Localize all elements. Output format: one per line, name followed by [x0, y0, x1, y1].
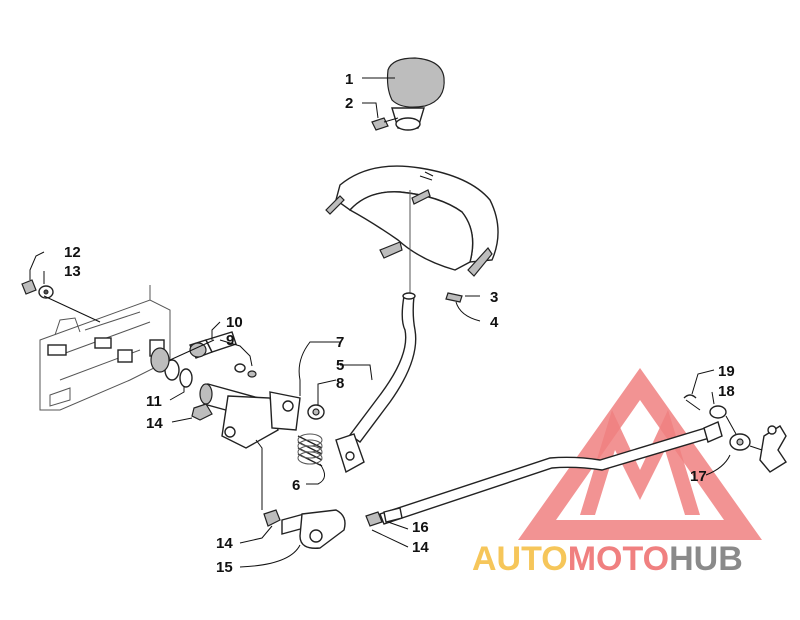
pivot-shaft: [199, 383, 301, 449]
callout-19: 19: [718, 363, 735, 380]
callout-14-right: 14: [412, 539, 429, 556]
nut-14-bottom: [263, 509, 281, 527]
small-nut-9: [234, 363, 257, 378]
screw-12: [21, 279, 37, 295]
nut-14-left: [191, 403, 213, 421]
rod-end: [281, 509, 346, 549]
pivot-bolt: [189, 331, 237, 359]
watermark-triangle-icon: [518, 368, 762, 540]
washer-13: [38, 285, 54, 299]
callout-8: 8: [336, 375, 344, 392]
knob-screw: [371, 117, 399, 131]
leader-lines: [29, 77, 763, 568]
watermark-logo: AUTOMOTOHUB: [472, 368, 762, 578]
callout-4: 4: [490, 314, 499, 331]
logo-word-moto: MOTO: [568, 540, 669, 578]
shift-rod: [379, 421, 723, 525]
clip-19: [683, 394, 697, 399]
callout-13: 13: [64, 263, 81, 280]
shifter-cover: [325, 165, 499, 277]
callout-2: 2: [345, 95, 353, 112]
callout-10: 10: [226, 314, 243, 331]
rod-nut-16: [365, 507, 403, 527]
callout-11: 11: [146, 393, 162, 410]
shift-lever: [335, 190, 417, 474]
callout-3: 3: [490, 289, 498, 306]
chassis-frame: [39, 285, 171, 411]
callout-15: 15: [216, 559, 233, 576]
shift-knob: [386, 57, 445, 131]
callout-1: 1: [345, 71, 353, 88]
callout-7: 7: [336, 334, 344, 351]
callout-labels: 1 2 3 4 5 6 7 8 9 10 11 12 13 14 14 14 1…: [64, 71, 735, 576]
callout-6: 6: [292, 477, 300, 494]
transmission-lever: [759, 425, 787, 473]
washer-18: [709, 405, 727, 419]
pin-3: [445, 292, 463, 303]
logo-word-hub: HUB: [669, 540, 743, 578]
callout-18: 18: [718, 383, 735, 400]
spring: [297, 433, 323, 467]
callout-9: 9: [226, 332, 234, 349]
callout-5: 5: [336, 357, 344, 374]
nut-8: [307, 404, 325, 420]
logo-word-auto: AUTO: [472, 540, 568, 578]
callout-12: 12: [64, 244, 81, 261]
o-rings: [150, 347, 193, 388]
watermark-inner-m-icon: [580, 410, 700, 515]
svg-text:AUTOMOTOHUB: AUTOMOTOHUB: [472, 540, 743, 578]
callout-14-left: 14: [146, 415, 163, 432]
callout-17: 17: [690, 468, 707, 485]
washer-large: [729, 433, 751, 451]
callout-14-bottom: 14: [216, 535, 233, 552]
callout-16: 16: [412, 519, 429, 536]
